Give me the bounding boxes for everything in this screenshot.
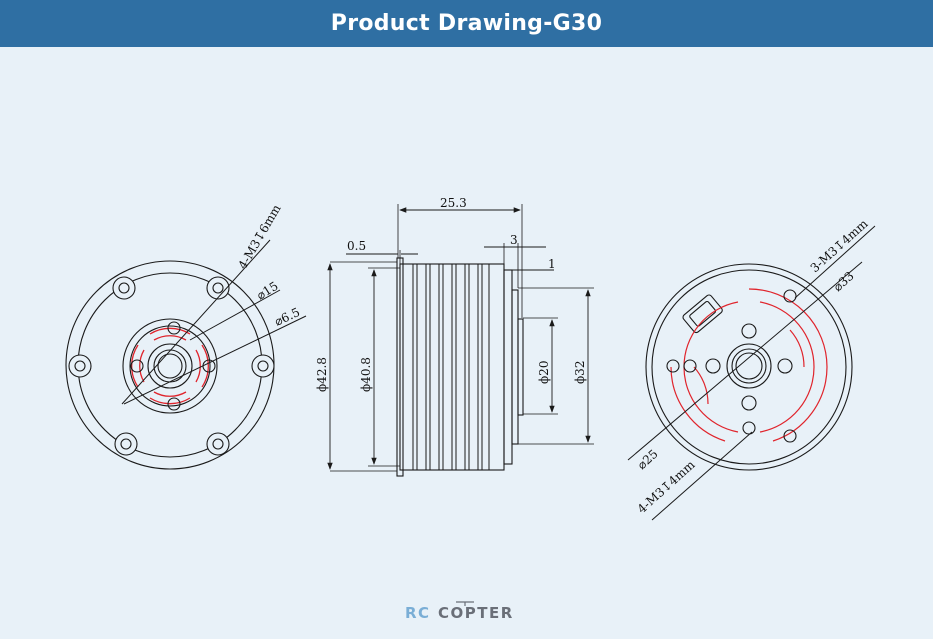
left-bolt-callout: 4-M3↧6mm — [235, 202, 283, 272]
left-dim-15: ⌀15 — [254, 279, 280, 303]
right-outer-rim — [645, 263, 853, 471]
right-slot — [682, 294, 723, 334]
rccopter-logo: RC COPTER — [404, 598, 529, 624]
right-holes — [666, 289, 797, 443]
technical-drawing: 4-M3↧6mm ⌀15 ⌀6.5 — [65, 196, 876, 521]
right-red-arcs — [670, 288, 828, 442]
dim-25-3: 25.3 — [440, 196, 467, 210]
page-title: Product Drawing-G30 — [330, 11, 603, 36]
logo-rc: RC — [405, 604, 431, 622]
side-view — [327, 204, 594, 477]
header-bar: Product Drawing-G30 — [0, 0, 933, 47]
dim-0-5: 0.5 — [347, 239, 366, 253]
left-hub-outer — [122, 318, 218, 414]
dim-32: ϕ32 — [573, 361, 587, 384]
dim-42-8: ϕ42.8 — [315, 357, 329, 392]
left-inner-rim — [77, 272, 263, 458]
logo-copter: COPTER — [438, 604, 514, 622]
left-hub-inner — [129, 325, 211, 407]
side-rear-step — [503, 269, 513, 465]
side-shaft-boss — [517, 318, 524, 416]
left-shaft-ring — [147, 343, 193, 389]
rccopter-logo-mark: RC COPTER — [405, 601, 514, 622]
left-view — [65, 239, 307, 470]
right-view — [627, 225, 876, 521]
drone-icon — [456, 601, 474, 606]
dim-20: ϕ20 — [537, 361, 551, 384]
right-bolt-callout-top: 3-M3↧4mm — [808, 216, 871, 275]
right-dim-33: ⌀33 — [831, 269, 857, 294]
left-mount-tabs — [68, 276, 275, 456]
left-outer-rim — [65, 260, 275, 470]
right-hub-ring — [726, 343, 772, 389]
dim-3: 3 — [510, 233, 518, 247]
dim-1: 1 — [548, 257, 556, 271]
side-fins — [412, 264, 490, 470]
dim-40-8: ϕ40.8 — [359, 357, 373, 392]
drawing-canvas: 4-M3↧6mm ⌀15 ⌀6.5 — [0, 47, 933, 639]
